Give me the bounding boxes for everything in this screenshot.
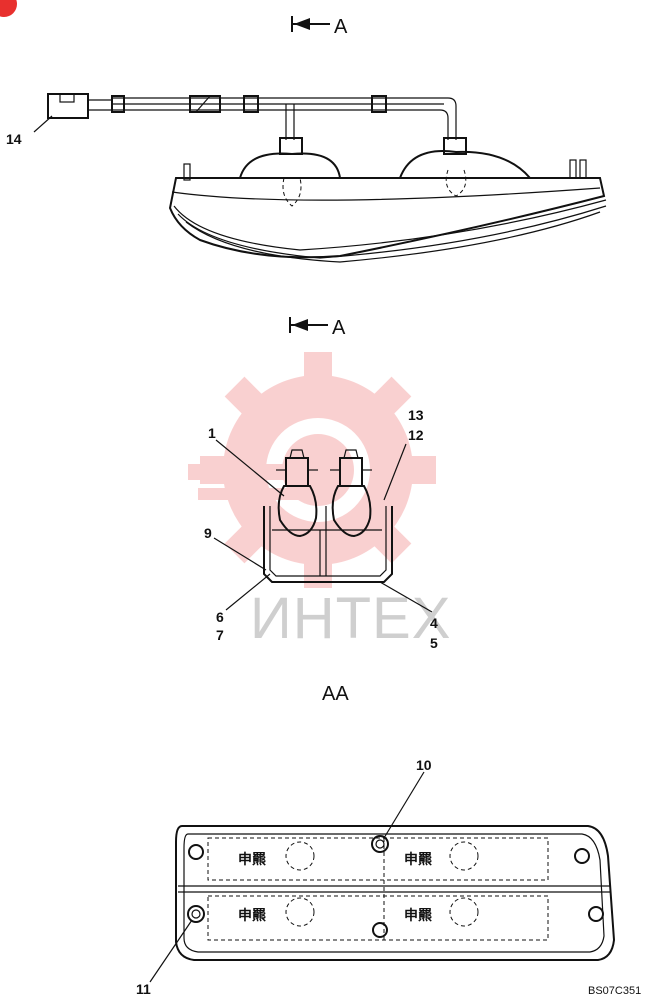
callout-6: 6 [216, 609, 224, 625]
callout-12: 12 [408, 427, 424, 443]
view-marker-middle: A [289, 317, 346, 339]
lens-front-view: 申羆 申羆 申羆 申羆 [175, 825, 616, 961]
callout-4: 4 [430, 615, 438, 631]
callout-1: 1 [208, 425, 216, 441]
lens-marking-3: 申羆 [238, 907, 266, 923]
lens-marking-1: 申羆 [238, 851, 266, 867]
section-aa-view [263, 449, 393, 583]
callout-7: 7 [216, 627, 224, 643]
lamp-top-view [47, 93, 607, 263]
callout-10: 10 [416, 757, 432, 773]
lens-marking-2: 申羆 [404, 851, 432, 867]
view-marker-top-label: A [334, 16, 348, 38]
watermark-text: ИНТЕХ [250, 586, 451, 651]
view-marker-top: A [291, 16, 348, 38]
callout-11: 11 [136, 981, 151, 997]
callout-13: 13 [408, 407, 424, 423]
connector-14 [47, 93, 89, 119]
section-title: AA [322, 683, 349, 705]
drawing-code: BS07C351 [588, 985, 641, 997]
leader-lines [33, 115, 433, 983]
callout-5: 5 [430, 635, 438, 651]
callout-14: 14 [6, 131, 22, 147]
view-marker-middle-label: A [332, 317, 346, 339]
lens-marking-4: 申羆 [404, 907, 432, 923]
corner-badge [0, 0, 17, 17]
callout-9: 9 [204, 525, 212, 541]
